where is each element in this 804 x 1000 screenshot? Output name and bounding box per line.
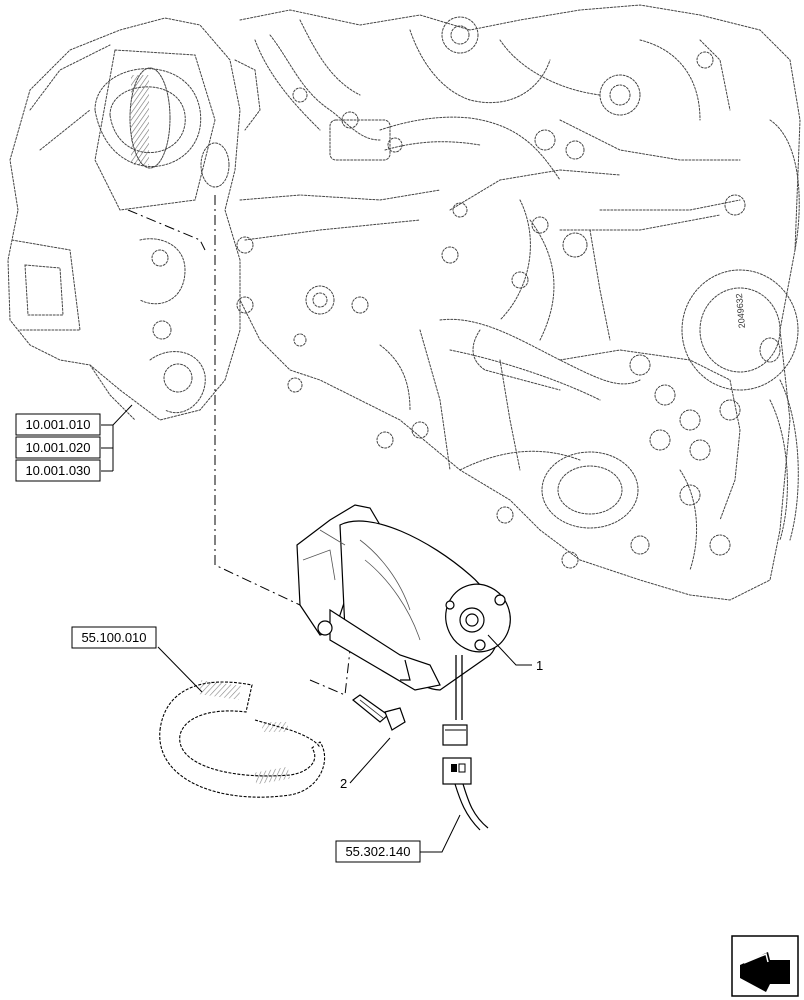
- ref-engine-1-label: 10.001.010: [25, 417, 90, 432]
- belt-texture-bottom: [254, 766, 290, 785]
- ref-box-engine-1[interactable]: 10.001.010: [15, 413, 101, 436]
- gear-teeth-hatching: [131, 75, 149, 165]
- belt-texture-side: [262, 722, 288, 732]
- ref-box-belt[interactable]: 55.100.010: [71, 626, 157, 649]
- harness-connector[interactable]: [442, 757, 489, 831]
- ref-engine-3-label: 10.001.030: [25, 463, 90, 478]
- ref-box-engine-2[interactable]: 10.001.020: [15, 436, 101, 459]
- ref-engine-2-label: 10.001.020: [25, 440, 90, 455]
- ref-harness-label: 55.302.140: [345, 844, 410, 859]
- engine-block-illustration: [7, 4, 801, 601]
- callout-bolt-number: 2: [340, 776, 347, 791]
- heat-shield-belt[interactable]: [159, 681, 326, 798]
- next-page-arrow-icon[interactable]: [731, 935, 799, 997]
- assembly-guide-lines: [127, 195, 351, 696]
- belt-texture-top: [199, 680, 241, 700]
- ref-box-engine-3[interactable]: 10.001.030: [15, 459, 101, 482]
- mounting-bolt[interactable]: [352, 694, 406, 731]
- ref-box-harness[interactable]: 55.302.140: [335, 840, 421, 863]
- starter-motor[interactable]: [296, 504, 520, 746]
- callout-starter-number: 1: [536, 658, 543, 673]
- ref-belt-label: 55.100.010: [81, 630, 146, 645]
- leader-lines: [101, 404, 532, 853]
- engine-stamp-text: 2049632: [734, 293, 747, 329]
